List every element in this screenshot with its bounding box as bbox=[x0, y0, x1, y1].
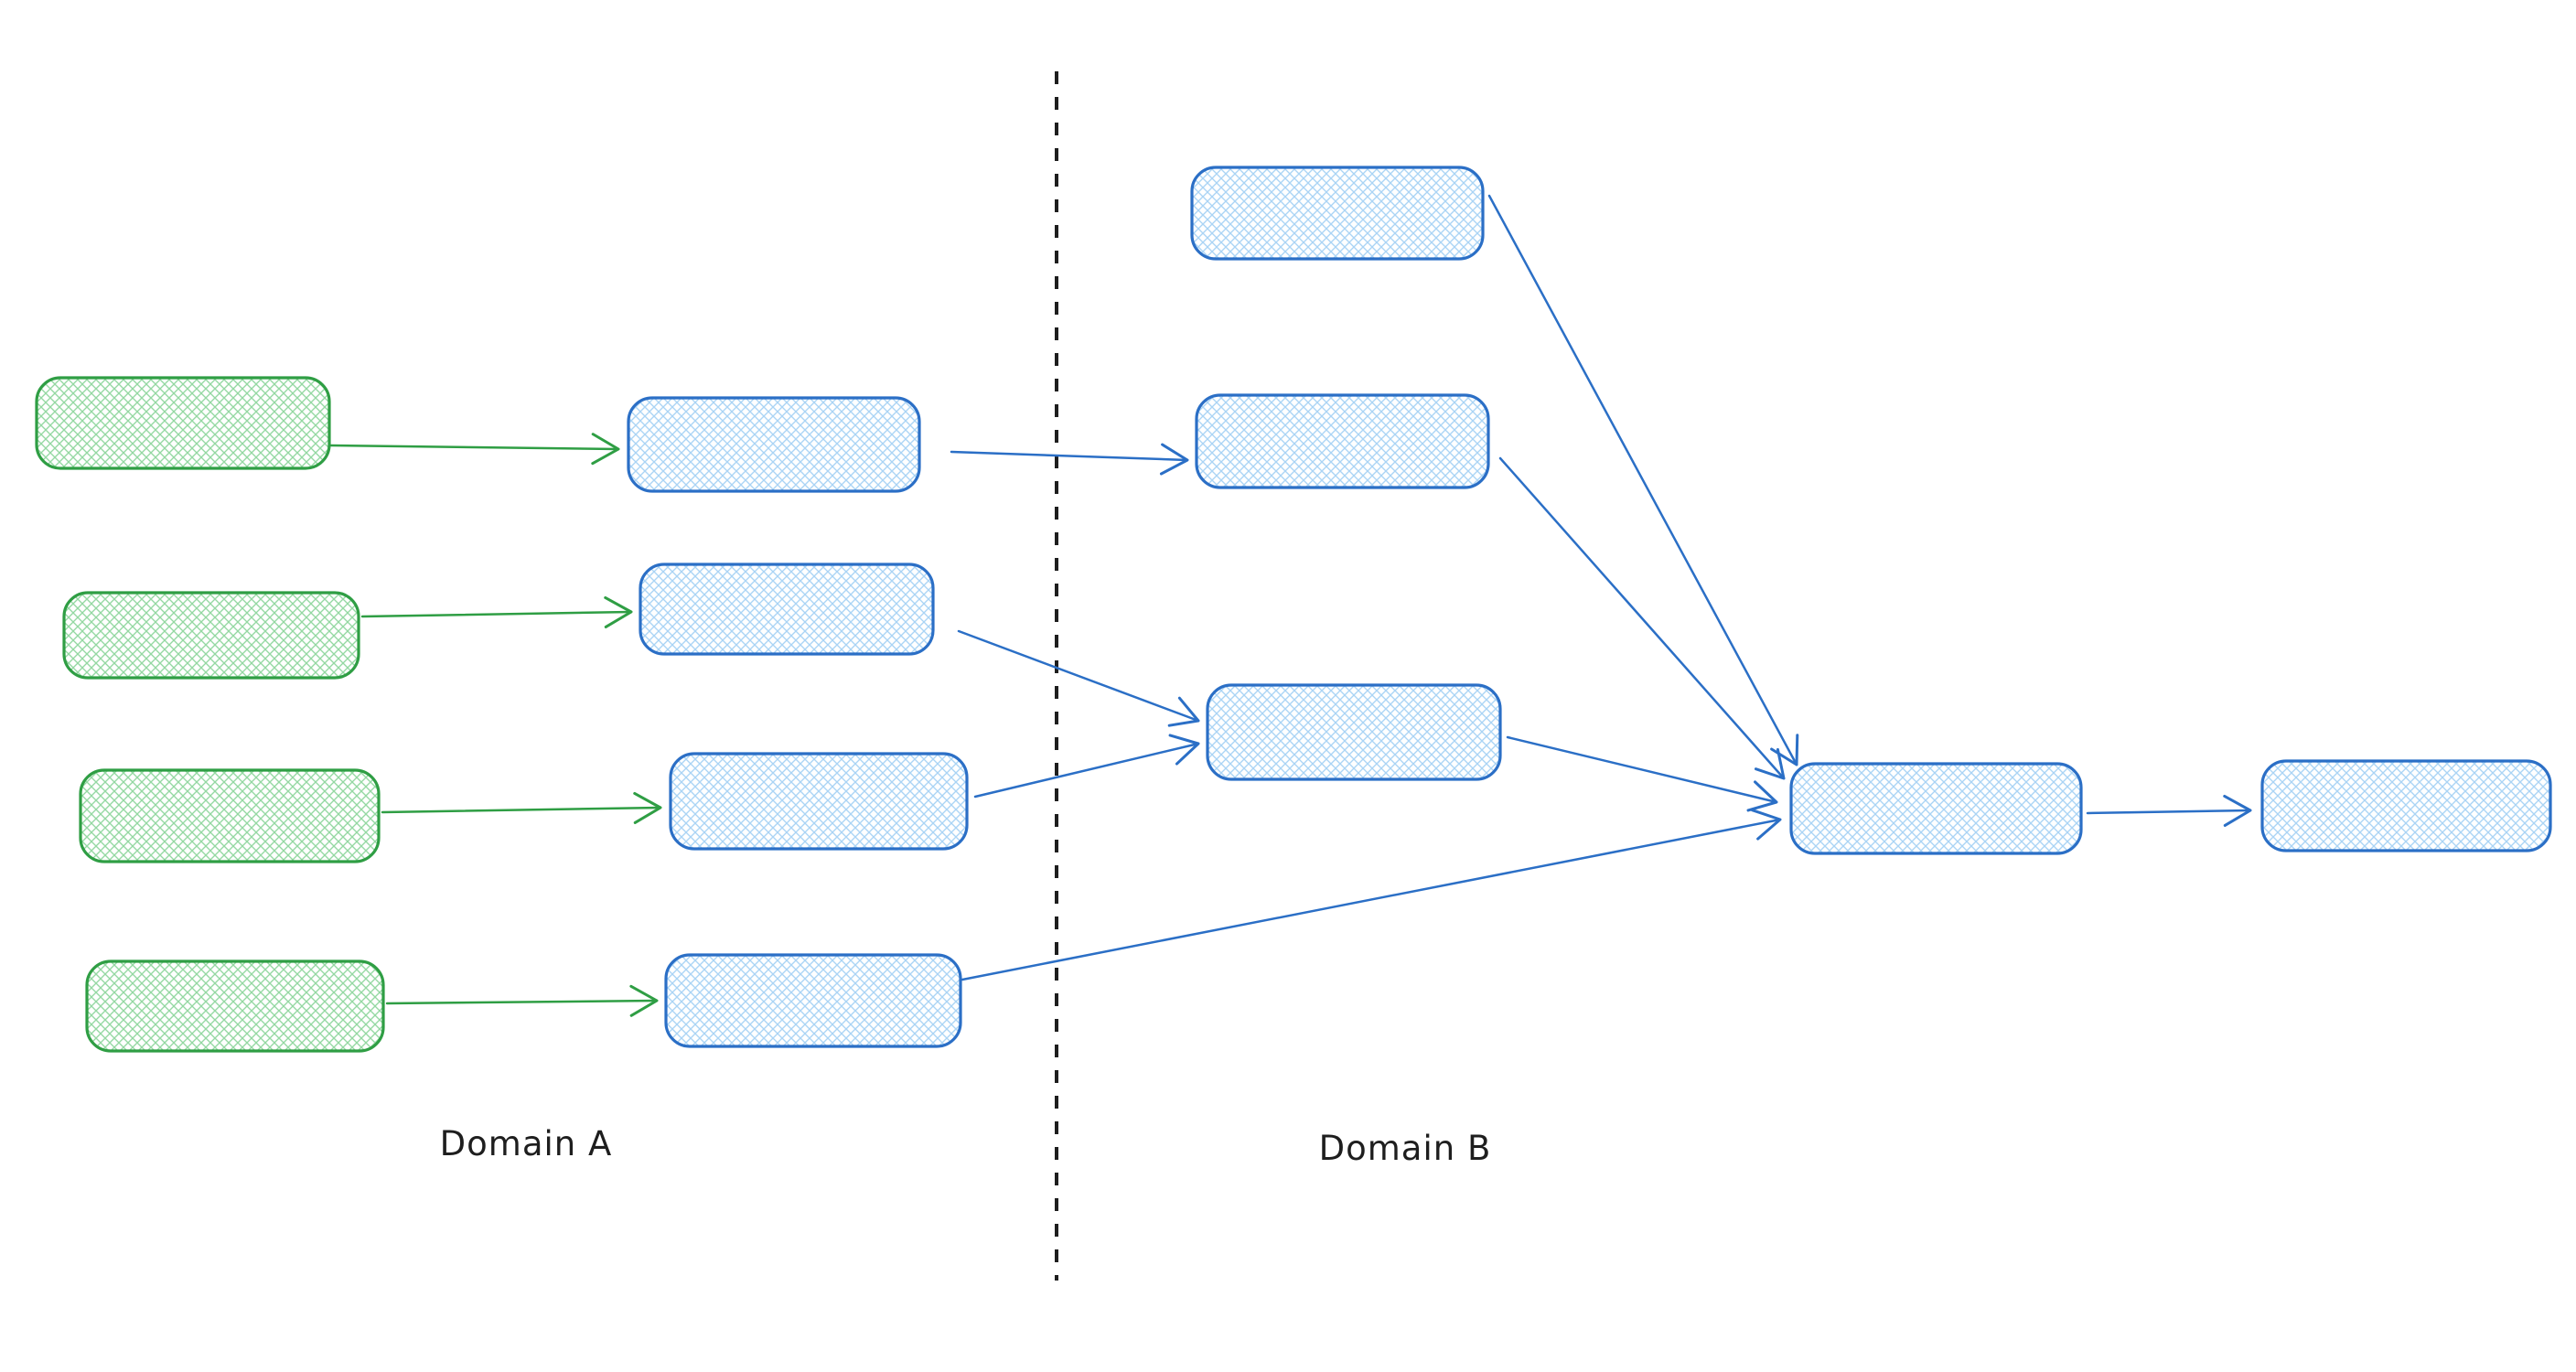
node-source-3[interactable] bbox=[79, 768, 381, 863]
edge-source-1-stage-a1[interactable] bbox=[329, 433, 620, 466]
edge-source-4-stage-a4[interactable] bbox=[385, 984, 659, 1017]
edge-stage-a1-node-b2[interactable] bbox=[950, 443, 1189, 476]
node-source-4[interactable] bbox=[85, 959, 385, 1053]
edges-layer bbox=[329, 194, 2252, 1017]
node-stage-a3[interactable] bbox=[669, 752, 969, 851]
node-b3[interactable] bbox=[1206, 683, 1502, 781]
node-hub[interactable] bbox=[1789, 762, 2083, 855]
edge-source-3-stage-a3[interactable] bbox=[381, 791, 662, 824]
edge-source-2-stage-a2[interactable] bbox=[360, 595, 633, 628]
edge-stage-a3-node-b3[interactable] bbox=[973, 734, 1200, 799]
node-b1[interactable] bbox=[1190, 166, 1485, 261]
node-stage-a4[interactable] bbox=[664, 953, 962, 1048]
edge-node-b1-hub[interactable] bbox=[1487, 194, 1799, 766]
node-b2[interactable] bbox=[1195, 393, 1490, 489]
node-output[interactable] bbox=[2260, 759, 2552, 852]
edge-stage-a4-hub[interactable] bbox=[961, 809, 1782, 981]
node-stage-a1[interactable] bbox=[627, 396, 921, 493]
edge-node-b3-hub[interactable] bbox=[1506, 735, 1778, 812]
domain-a-label[interactable]: Domain A bbox=[440, 1124, 613, 1163]
edge-node-b2-hub[interactable] bbox=[1498, 456, 1786, 780]
edge-hub-output[interactable] bbox=[2086, 794, 2252, 827]
node-source-1[interactable] bbox=[35, 376, 331, 470]
node-source-2[interactable] bbox=[62, 591, 360, 680]
edge-stage-a2-node-b3[interactable] bbox=[957, 629, 1200, 727]
domain-b-label[interactable]: Domain B bbox=[1319, 1129, 1492, 1168]
nodes-layer bbox=[35, 166, 2552, 1053]
node-stage-a2[interactable] bbox=[639, 563, 935, 656]
